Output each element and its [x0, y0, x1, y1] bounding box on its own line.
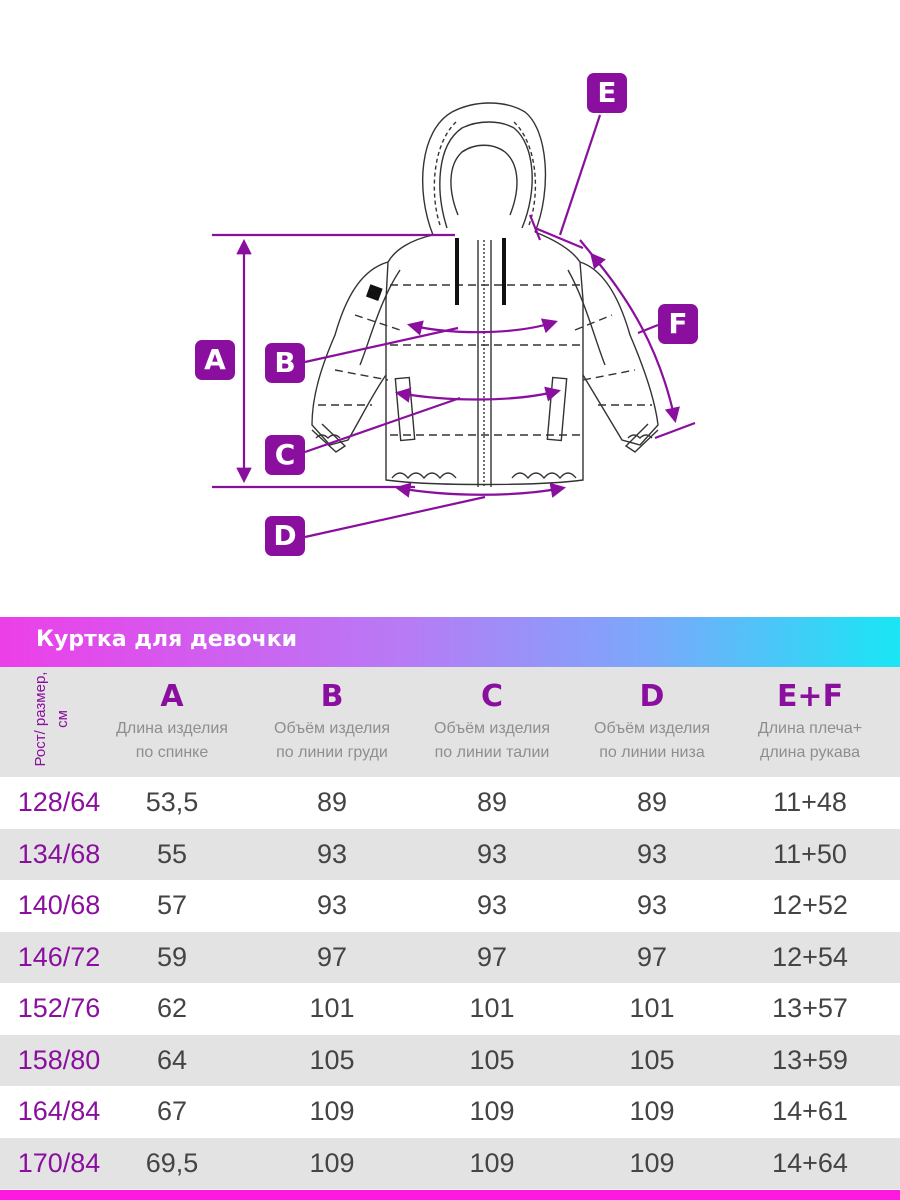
value-cell-b: 109 [309, 1096, 355, 1126]
column-desc: Объём изделия [434, 720, 550, 737]
value-cell-a: 62 [156, 993, 188, 1023]
value-cell-c: 101 [469, 993, 515, 1023]
value-cell-d: 89 [636, 787, 668, 817]
value-cell-c: 93 [476, 890, 508, 920]
value-cell-c: 109 [469, 1096, 515, 1126]
column-header-a: A Длина изделия по спинке [87, 667, 257, 765]
value-cell-d: 93 [636, 890, 668, 920]
column-desc: Длина плеча+ [757, 720, 863, 737]
table-row: 158/80 64 105 105 105 13+59 [0, 1035, 900, 1086]
column-letter: E+F [776, 679, 844, 714]
table-row: 152/76 62 101 101 101 13+57 [0, 983, 900, 1034]
column-desc: Объём изделия [274, 720, 390, 737]
value-cell-a: 64 [156, 1045, 188, 1075]
value-cell-ef: 13+57 [772, 993, 848, 1023]
value-cell-a: 59 [156, 942, 188, 972]
value-cell-b: 101 [309, 993, 355, 1023]
jacket-outline [311, 102, 659, 487]
sleeve-patch [365, 284, 383, 301]
table-title-bar: Куртка для девочки [0, 617, 900, 667]
column-letter: A [160, 679, 184, 714]
column-desc: Объём изделия [594, 720, 710, 737]
table-header: Рост/ размер, см A Длина изделия по спин… [0, 667, 900, 777]
value-cell-b: 89 [316, 787, 348, 817]
table-row: 140/68 57 93 93 93 12+52 [0, 880, 900, 931]
value-cell-d: 93 [636, 839, 668, 869]
column-letter: B [320, 679, 344, 714]
size-cell: 146/72 [17, 942, 101, 972]
value-cell-c: 89 [476, 787, 508, 817]
value-cell-b: 93 [316, 839, 348, 869]
column-desc: по линии груди [276, 744, 388, 761]
size-cell: 140/68 [17, 890, 101, 920]
column-letter: C [480, 679, 504, 714]
value-cell-ef: 14+64 [772, 1148, 848, 1178]
value-cell-d: 97 [636, 942, 668, 972]
value-cell-d: 109 [629, 1096, 675, 1126]
size-cell: 128/64 [17, 787, 101, 817]
value-cell-ef: 11+50 [773, 839, 847, 869]
column-desc: по линии талии [434, 744, 550, 761]
label-a: A [195, 340, 235, 380]
table-row: 146/72 59 97 97 97 12+54 [0, 932, 900, 983]
jacket-diagram: A B C D E F [195, 73, 698, 556]
table-title: Куртка для девочки [36, 627, 298, 652]
value-cell-ef: 12+52 [772, 890, 848, 920]
column-header-b: B Объём изделия по линии груди [247, 667, 417, 765]
value-cell-b: 105 [309, 1045, 355, 1075]
value-cell-ef: 13+59 [772, 1045, 848, 1075]
column-desc: Длина изделия [116, 720, 228, 737]
label-f: F [658, 304, 698, 344]
value-cell-ef: 12+54 [772, 942, 848, 972]
table-row: 170/84 69,5 109 109 109 14+64 [0, 1138, 900, 1189]
value-cell-a: 57 [156, 890, 188, 920]
value-cell-c: 93 [476, 839, 508, 869]
table-row: 134/68 55 93 93 93 11+50 [0, 829, 900, 880]
size-header-label: Рост/ размер, см [32, 671, 71, 767]
drawstrings [455, 238, 506, 305]
value-cell-ef: 11+48 [773, 787, 847, 817]
size-cell: 164/84 [17, 1096, 101, 1126]
label-d: D [265, 516, 305, 556]
value-cell-d: 105 [629, 1045, 675, 1075]
table-row: 128/64 53,5 89 89 89 11+48 [0, 777, 900, 828]
column-header-d: D Объём изделия по линии низа [567, 667, 737, 765]
label-b: B [265, 343, 305, 383]
value-cell-c: 109 [469, 1148, 515, 1178]
bottom-bar [0, 1190, 900, 1200]
size-cell: 170/84 [17, 1148, 101, 1178]
column-header-ef: E+F Длина плеча+ длина рукава [725, 667, 895, 765]
size-cell: 152/76 [17, 993, 101, 1023]
size-cell: 158/80 [17, 1045, 101, 1075]
measurement-lines [212, 114, 696, 539]
size-header-text: Рост/ размер, см [30, 669, 74, 769]
value-cell-b: 109 [309, 1148, 355, 1178]
value-cell-d: 109 [629, 1148, 675, 1178]
value-cell-d: 101 [629, 993, 675, 1023]
value-cell-a: 53,5 [145, 787, 199, 817]
value-cell-a: 69,5 [145, 1148, 199, 1178]
value-cell-b: 93 [316, 890, 348, 920]
table-row: 164/84 67 109 109 109 14+61 [0, 1086, 900, 1137]
label-c: C [265, 435, 305, 475]
size-cell: 134/68 [17, 839, 101, 869]
value-cell-b: 97 [316, 942, 348, 972]
size-header: Рост/ размер, см [19, 667, 85, 777]
column-desc: по линии низа [599, 744, 705, 761]
value-cell-c: 105 [469, 1045, 515, 1075]
column-header-c: C Объём изделия по линии талии [407, 667, 577, 765]
column-desc: по спинке [135, 744, 209, 761]
value-cell-c: 97 [476, 942, 508, 972]
label-e: E [587, 73, 627, 113]
column-letter: D [639, 679, 665, 714]
column-desc: длина рукава [760, 744, 860, 761]
value-cell-a: 55 [156, 839, 188, 869]
jacket-sketch [212, 102, 696, 539]
value-cell-ef: 14+61 [772, 1096, 848, 1126]
value-cell-a: 67 [156, 1096, 188, 1126]
